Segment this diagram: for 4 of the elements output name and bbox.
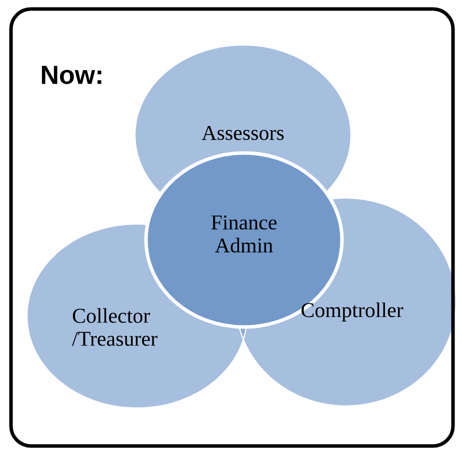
circle-label: Comptroller xyxy=(302,302,404,322)
circle-label: Assessors xyxy=(202,126,284,140)
circle-label: Finance Admin xyxy=(211,215,277,253)
circle-label: Collector /Treasurer xyxy=(72,308,158,346)
